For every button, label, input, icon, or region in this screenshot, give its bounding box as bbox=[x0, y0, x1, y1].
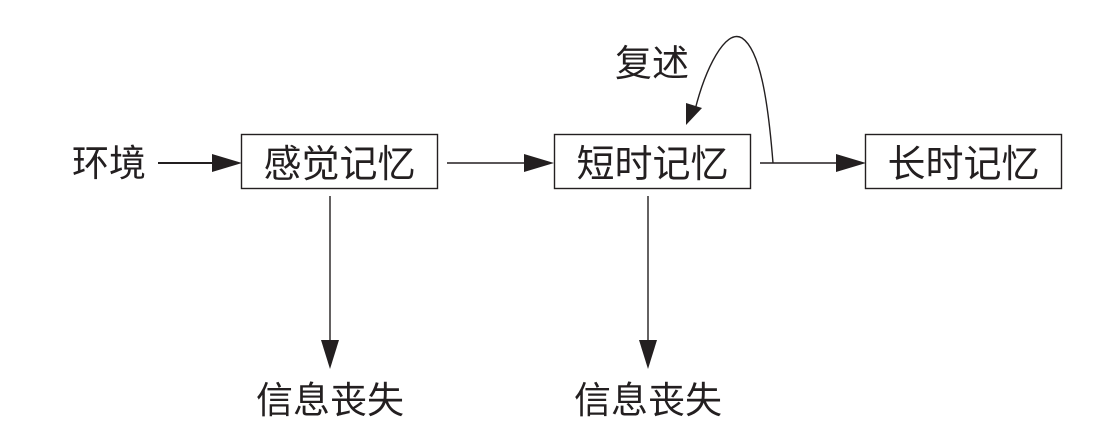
short-term-memory-label: 短时记忆 bbox=[576, 142, 728, 186]
sensory-memory-label: 感觉记忆 bbox=[263, 142, 415, 186]
information-loss-label-2: 信息丧失 bbox=[574, 379, 722, 422]
rehearsal-loop-arrow bbox=[686, 35, 774, 164]
arrow-sensory-to-short-term bbox=[447, 154, 554, 172]
node-short-term-memory: 短时记忆 bbox=[553, 133, 752, 190]
rehearsal-label: 复述 bbox=[615, 42, 689, 85]
long-term-memory-box bbox=[864, 133, 1063, 190]
node-long-term-memory: 长时记忆 bbox=[864, 133, 1063, 190]
short-term-memory-box bbox=[553, 133, 752, 190]
information-loss-label-1: 信息丧失 bbox=[256, 379, 404, 422]
arrow-environment-to-sensory bbox=[158, 154, 242, 172]
arrow-short-term-to-long-term bbox=[760, 154, 866, 172]
environment-label: 环境 bbox=[72, 142, 146, 185]
long-term-memory-label: 长时记忆 bbox=[887, 142, 1039, 186]
node-sensory-memory: 感觉记忆 bbox=[240, 133, 439, 190]
sensory-memory-box bbox=[240, 133, 439, 190]
arrow-sensory-to-loss bbox=[321, 196, 339, 369]
arrow-short-term-to-loss bbox=[639, 196, 657, 369]
